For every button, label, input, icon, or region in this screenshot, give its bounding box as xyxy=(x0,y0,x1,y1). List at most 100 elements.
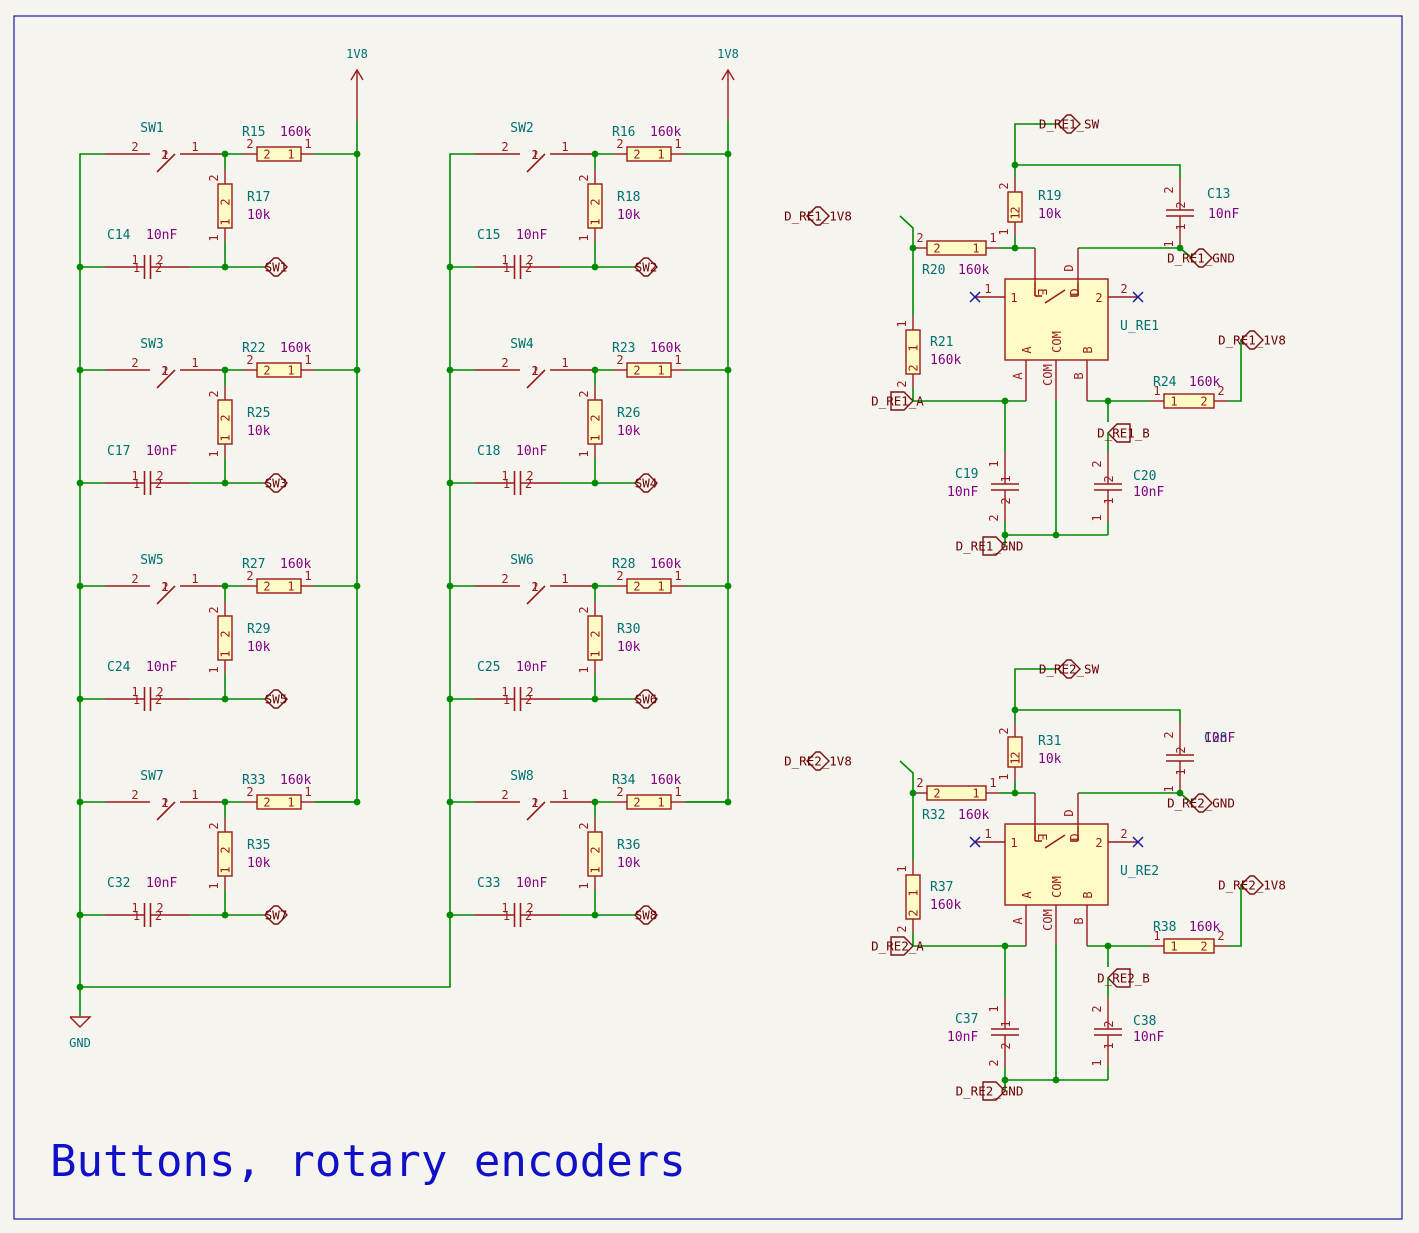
pulldown-resistor-ref: R35 xyxy=(247,838,270,853)
pin-number: 2 xyxy=(155,477,162,491)
pin-number: 1 xyxy=(161,796,168,810)
pulldown-resistor-value: 10k xyxy=(247,424,271,439)
encoder-pin-d-outer: D xyxy=(1062,809,1076,816)
pin-number: 1 xyxy=(589,866,603,873)
resistor-body xyxy=(256,146,302,162)
pulldown-resistor-value: 10k xyxy=(247,208,271,223)
pin-number: 2 xyxy=(207,390,221,397)
pin-number: 1 xyxy=(1153,929,1160,943)
pin-number: 1 xyxy=(999,1020,1013,1027)
pin-number: 2 xyxy=(501,356,508,370)
junction-dot xyxy=(591,263,599,271)
pin-number: 1 xyxy=(304,137,311,151)
pulldown-resistor-ref: R25 xyxy=(247,406,270,421)
pin-number: 2 xyxy=(131,356,138,370)
pulldown-resistor-ref: R29 xyxy=(247,622,270,637)
resistor-body xyxy=(926,785,987,801)
pullup-resistor-value: 10k xyxy=(1038,752,1062,767)
pin-number: 1 xyxy=(1162,785,1176,792)
wire xyxy=(1015,164,1181,178)
pin-number: 1 xyxy=(999,475,1013,482)
encoder-ic-body xyxy=(1004,278,1109,361)
encoder-pin-b-inner: B xyxy=(1081,891,1095,898)
net-label-outline xyxy=(1107,968,1131,988)
capacitor-value: 10nF xyxy=(516,228,547,243)
pulldown-resistor-value: 10k xyxy=(247,640,271,655)
net-label-outline xyxy=(1240,875,1264,895)
pin-number: 1 xyxy=(997,773,1011,780)
a-resistor-ref: R37 xyxy=(930,880,953,895)
net-label-outline xyxy=(982,1081,1006,1101)
pin-number: 1 xyxy=(531,580,538,594)
pin-number: 1 xyxy=(304,785,311,799)
pin-number: 1 xyxy=(589,434,603,441)
junction-dot xyxy=(591,911,599,919)
series-resistor-value: 160k xyxy=(650,557,681,572)
wire xyxy=(899,215,914,248)
pin-number: 1 xyxy=(577,666,591,673)
pin-number: 1 xyxy=(657,148,664,162)
net-label-0: SW1 xyxy=(265,260,288,275)
pin-number: 1 xyxy=(207,450,221,457)
pin-number: 1 xyxy=(219,650,233,657)
net-label-outline xyxy=(264,473,288,493)
pin-number: 1 xyxy=(657,364,664,378)
series-resistor-ref: R15 xyxy=(242,125,265,140)
net-label-outline xyxy=(806,751,830,771)
pin-number: 2 xyxy=(246,785,253,799)
pin-number: 2 xyxy=(531,364,538,378)
b-resistor-value: 160k xyxy=(1189,920,1220,935)
switch-lever xyxy=(526,801,546,821)
wire xyxy=(449,369,475,483)
resistor-body xyxy=(587,183,603,229)
pin-number: 2 xyxy=(577,390,591,397)
pin-number: 1 xyxy=(287,580,294,594)
resistor-body xyxy=(626,362,672,378)
series-resistor-ref: R27 xyxy=(242,557,265,572)
pin-number: 1 xyxy=(503,909,510,923)
junction-dot xyxy=(591,479,599,487)
ground-label: GND xyxy=(69,1036,91,1050)
net-label-outline xyxy=(1189,793,1213,813)
pin-number: 2 xyxy=(895,380,909,387)
capacitor-ref: C33 xyxy=(477,876,500,891)
pin-number: 1 xyxy=(657,580,664,594)
pin-number: 2 xyxy=(633,148,640,162)
switch-lever xyxy=(156,369,176,389)
pin-number: 1 xyxy=(1174,223,1188,230)
encoder-pin-com-inner: COM xyxy=(1050,876,1064,898)
pin-number: 2 xyxy=(131,572,138,586)
encoder-pin-a-outer: A xyxy=(1011,917,1025,925)
pullup-resistor-value: 10k xyxy=(1038,207,1062,222)
pin-number: 2 xyxy=(589,630,603,637)
resistor-body xyxy=(1007,191,1023,223)
pin-number: 2 xyxy=(1009,751,1023,758)
pulldown-resistor-ref: R18 xyxy=(617,190,640,205)
capacitor-ref: C15 xyxy=(477,228,500,243)
pin-number: 2 xyxy=(589,198,603,205)
pin-number: 2 xyxy=(987,514,1001,521)
net-label-outline xyxy=(806,206,830,226)
wire xyxy=(449,801,475,915)
net-label-outline xyxy=(634,473,658,493)
wire xyxy=(449,153,475,267)
b-cap-ref: C20 xyxy=(1133,469,1156,484)
switch-lever xyxy=(156,585,176,605)
b-cap-value: 10nF xyxy=(1133,485,1164,500)
sheet-frame xyxy=(13,15,1403,1220)
net-label-b: D_RE1_B xyxy=(1097,426,1150,441)
pin-number: 1 xyxy=(907,889,921,896)
pin-number: 1 xyxy=(219,434,233,441)
capacitor-ref: C18 xyxy=(477,444,500,459)
resistor-body xyxy=(1163,938,1215,954)
b-cap-ref: C38 xyxy=(1133,1014,1156,1029)
net-label-outline xyxy=(264,689,288,709)
pin-number: 2 xyxy=(616,785,623,799)
capacitor-value: 10nF xyxy=(516,876,547,891)
pin-number: 2 xyxy=(616,353,623,367)
wire xyxy=(1014,781,1035,794)
pin-number: 1 xyxy=(657,796,664,810)
no-connect-mark xyxy=(969,291,981,303)
wire xyxy=(1228,885,1242,947)
pin-number: 2 xyxy=(161,580,168,594)
